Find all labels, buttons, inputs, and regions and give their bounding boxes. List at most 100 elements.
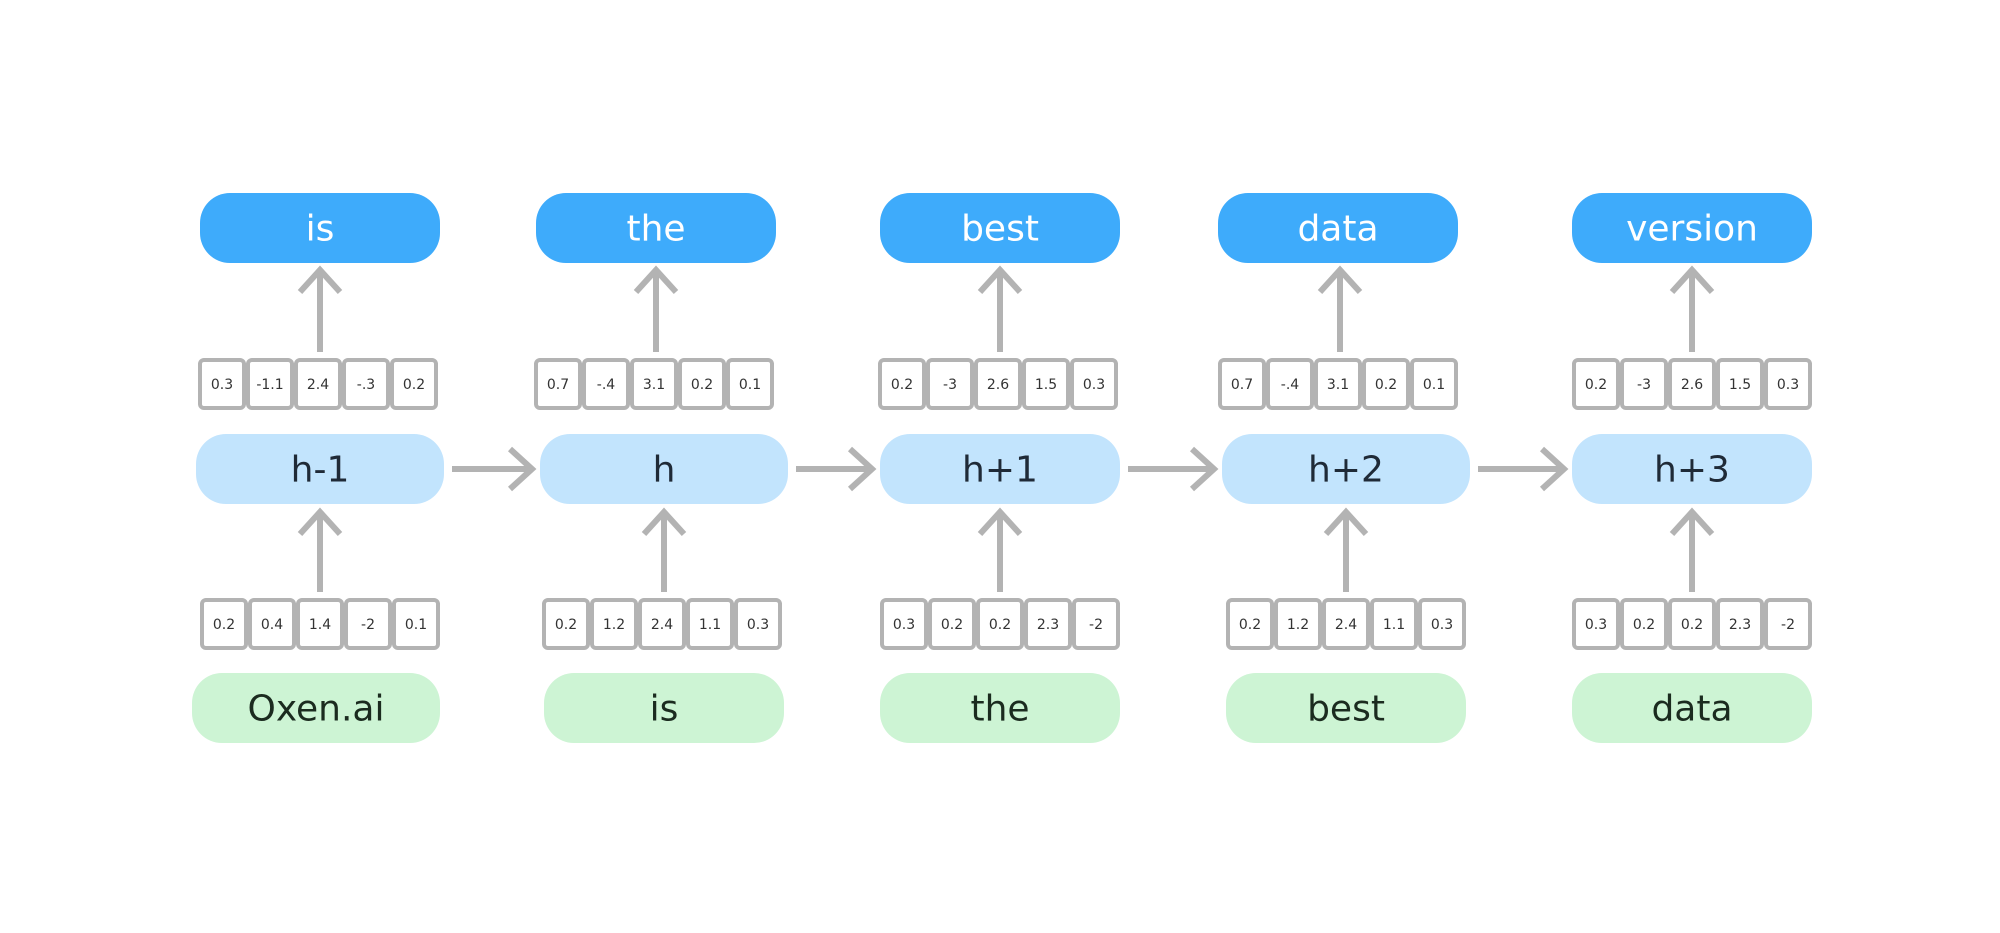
vector-cell (1764, 358, 1812, 410)
vector-cell (582, 358, 630, 410)
vector-cell-value: 1.1 (1383, 617, 1405, 633)
vector-cell-value: -3 (1637, 377, 1651, 393)
vector-cell (1072, 598, 1120, 650)
input-token-label: data (1651, 689, 1732, 730)
hidden-state-bg (1222, 434, 1470, 504)
vector-cell-value: 2.6 (987, 377, 1009, 393)
hidden-state-bg (196, 434, 444, 504)
output-token-bg (200, 193, 440, 263)
output-arrow-head (1317, 265, 1363, 295)
input-arrow-head (1323, 507, 1369, 537)
vector-cell-value: 2.4 (1335, 617, 1357, 633)
vector-cell-value: 0.1 (405, 617, 427, 633)
vector-cell (1226, 598, 1274, 650)
recurrent-arrow (1478, 446, 1569, 492)
vector-cell-value: -2 (361, 617, 375, 633)
vector-cell (1274, 598, 1322, 650)
vector-cell-value: 0.2 (1681, 617, 1703, 633)
vector-cell (1620, 358, 1668, 410)
input-arrow (977, 507, 1023, 592)
recurrent-arrow-3 (1128, 446, 1219, 492)
vector-cell (726, 358, 774, 410)
vector-cell (926, 358, 974, 410)
hidden-state-bg (880, 434, 1120, 504)
recurrent-arrow (452, 446, 537, 492)
output-token-label: the (626, 209, 685, 250)
input-arrow-head (297, 507, 343, 537)
input-token-bg (192, 673, 440, 743)
vector-cell-value: 3.1 (643, 377, 665, 393)
hidden-state-label: h-1 (291, 450, 350, 491)
hidden-state-label: h+3 (1654, 450, 1730, 491)
recurrent-arrow (796, 446, 877, 492)
vector-cell (1668, 598, 1716, 650)
vector-cell (390, 358, 438, 410)
recurrent-arrow-1 (452, 446, 537, 492)
vector-cell-value: 0.2 (213, 617, 235, 633)
recurrent-arrow (1128, 446, 1219, 492)
vector-cell (1322, 598, 1370, 650)
vector-cell (734, 598, 782, 650)
vector-cell-value: 0.3 (893, 617, 915, 633)
vector-cell-value: -2 (1781, 617, 1795, 633)
vector-cell-value: -2 (1089, 617, 1103, 633)
output-token: best (880, 193, 1120, 263)
vector-cell-value: 0.3 (1585, 617, 1607, 633)
vector-cell-value: -.4 (1281, 377, 1300, 393)
input-token-label: Oxen.ai (247, 689, 384, 730)
vector-cell (1362, 358, 1410, 410)
output-arrow (297, 265, 343, 352)
output-token: version (1572, 193, 1812, 263)
vector-cell-value: 1.4 (309, 617, 331, 633)
vector-cell (880, 598, 928, 650)
vector-cell (246, 358, 294, 410)
recurrent-arrow-head (507, 446, 537, 492)
vector-cell-value: 1.1 (699, 617, 721, 633)
vector-cell (1410, 358, 1458, 410)
recurrent-arrow-head (1189, 446, 1219, 492)
output-token-bg (1572, 193, 1812, 263)
input-token-bg (544, 673, 784, 743)
input-token-label: the (970, 689, 1029, 730)
vector-cell-value: 0.2 (1239, 617, 1261, 633)
vector-cell-value: 0.3 (1777, 377, 1799, 393)
input-token: data (1572, 673, 1812, 743)
recurrent-arrow-2 (796, 446, 877, 492)
output-token-bg (1218, 193, 1458, 263)
output-arrow-head (1669, 265, 1715, 295)
output-arrow (1317, 265, 1363, 352)
vector-cell (294, 358, 342, 410)
input-token-label: is (650, 689, 679, 730)
vector-cell-value: 1.2 (603, 617, 625, 633)
vector-cell-value: 1.5 (1729, 377, 1751, 393)
vector-cell-value: -.3 (357, 377, 375, 393)
vector-cell-value: 0.1 (1423, 377, 1445, 393)
vector-cell-value: 0.2 (1585, 377, 1607, 393)
vector-cell-value: 2.3 (1729, 617, 1751, 633)
input-arrow (641, 507, 687, 592)
vector-cell (1620, 598, 1668, 650)
hidden-state: h+1 (880, 434, 1120, 504)
vector-cell (1266, 358, 1314, 410)
vector-cell (342, 358, 390, 410)
vector-cell (248, 598, 296, 650)
vector-cell (678, 358, 726, 410)
vector-cell-value: 0.2 (941, 617, 963, 633)
vector-cell (542, 598, 590, 650)
vector-cell-value: 0.2 (891, 377, 913, 393)
vector-cell-value: 0.2 (989, 617, 1011, 633)
hidden-state-label: h+1 (962, 450, 1038, 491)
input-arrow (1323, 507, 1369, 592)
vector-cell-value: 0.3 (747, 617, 769, 633)
input-token: Oxen.ai (192, 673, 440, 743)
output-token: is (200, 193, 440, 263)
